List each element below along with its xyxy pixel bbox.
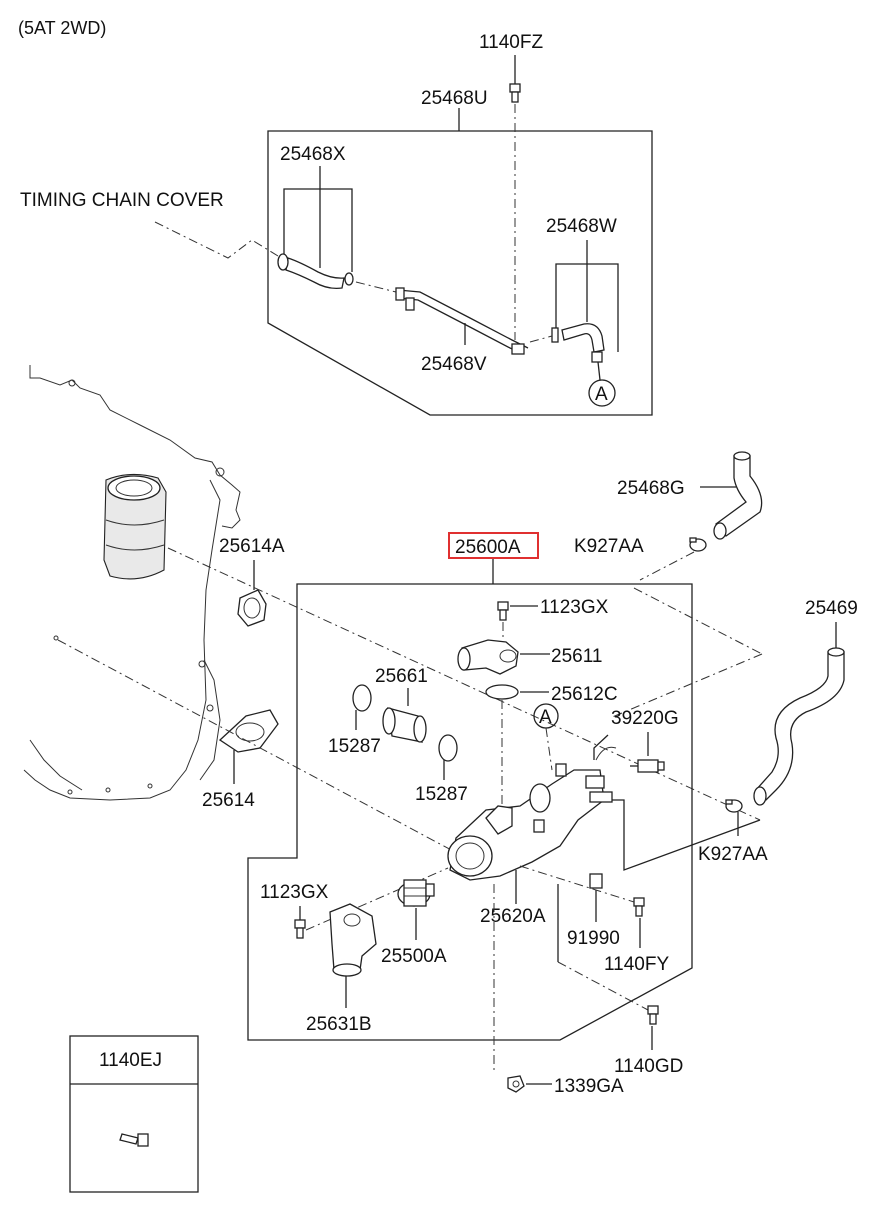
reference-A2-label: A [539,707,552,728]
part-label-1123GX-2[interactable]: 1123GX [260,882,329,903]
part-label-25500A[interactable]: 25500A [381,946,447,967]
centerline-upper [167,547,761,821]
part-label-25631B[interactable]: 25631B [306,1014,372,1035]
centerline-right-upper [633,587,763,655]
part-label-1140FZ[interactable]: 1140FZ [479,32,543,53]
bolt-1140FY-icon [633,897,645,917]
part-label-1140EJ[interactable]: 1140EJ [99,1050,162,1071]
gasket-25614-icon [218,709,279,753]
variant-label: (5AT 2WD) [18,18,106,38]
leader-25468X [283,188,353,272]
part-label-25468V[interactable]: 25468V [421,354,487,375]
highlight-box-25600A [448,532,539,559]
hose-25469-icon [753,647,845,806]
part-label-25600A[interactable]: 25600A [455,537,521,558]
pipe-25468V-icon [395,287,529,355]
gasket-25614A-icon [237,589,267,627]
hose-25468X-icon [277,253,354,290]
part-label-15287-1[interactable]: 15287 [328,736,381,757]
thermostat-assembly-box [247,583,693,1041]
hose-centerline [355,281,397,293]
centerline-A2 [545,727,553,771]
part-label-25661[interactable]: 25661 [375,666,428,687]
bolt-1123GX-2-icon [294,919,306,939]
bolt-1123GX-1-icon [497,601,509,621]
centerline-lower [57,639,471,861]
oring-15287-2-icon [438,734,458,762]
centerline-1140FY [519,865,635,903]
nut-1339GA-icon [507,1075,525,1093]
part-label-25468X[interactable]: 25468X [280,144,346,165]
sensor-39220G-icon [630,759,665,773]
centerline-25468G [639,551,695,581]
part-label-25620A[interactable]: 25620A [480,906,546,927]
part-label-25614A[interactable]: 25614A [219,536,285,557]
hose-25468G-icon [713,451,763,540]
oring-15287-1-icon [352,684,372,712]
leader-ref-A [597,361,601,381]
part-label-1140FY[interactable]: 1140FY [604,954,669,975]
bolt-1140GD-icon [647,1005,659,1025]
hose-assembly-box [267,130,653,416]
hose-w-centerline [529,335,553,343]
part-label-K927AA-2[interactable]: K927AA [698,844,768,865]
leader-39220G-pipe [593,734,609,760]
housing-25620A-icon [447,746,617,881]
part-label-91990[interactable]: 91990 [567,928,620,949]
leader-K927AA-2-path [612,799,761,871]
thermostat-25500A-icon [397,879,435,907]
bolt-1140EJ-icon [119,1133,149,1147]
part-label-25468G[interactable]: 25468G [617,478,685,499]
hose-25468W-icon [551,323,605,363]
part-label-25469[interactable]: 25469 [805,598,858,619]
reference-A-label: A [595,384,608,405]
reference-A-circle [588,379,616,407]
centerline-1123GX-2 [305,867,449,931]
bracket-91990-icon [589,873,603,889]
centerline-right-mid [609,653,763,719]
part-label-25612C[interactable]: 25612C [551,684,618,705]
bolt-1140FZ-icon [509,83,521,103]
part-label-1123GX-1[interactable]: 1123GX [540,597,609,618]
part-label-25611[interactable]: 25611 [551,646,602,667]
timing-chain-cover-label: TIMING CHAIN COVER [20,190,224,211]
part-label-1339GA[interactable]: 1339GA [554,1076,624,1097]
fitting-25661-icon [382,707,427,743]
oring-25612C-icon [485,684,519,700]
outlet-25611-icon [457,639,519,675]
part-label-15287-2[interactable]: 15287 [415,784,468,805]
timing-cover-centerline [154,221,279,259]
clamp-K927AA-1-icon [689,537,707,552]
part-label-25614[interactable]: 25614 [202,790,255,811]
bolt-1140EJ-box [69,1035,199,1193]
part-label-1140GD[interactable]: 1140GD [614,1056,683,1077]
engine-block-outline [23,365,241,801]
inlet-25631B-icon [329,903,377,977]
part-label-39220G[interactable]: 39220G [611,708,679,729]
centerline-1140GD [557,961,649,1011]
part-label-K927AA-1[interactable]: K927AA [574,536,644,557]
clamp-K927AA-2-icon [725,799,743,813]
part-label-25468W[interactable]: 25468W [546,216,617,237]
part-label-25468U[interactable]: 25468U [421,88,488,109]
